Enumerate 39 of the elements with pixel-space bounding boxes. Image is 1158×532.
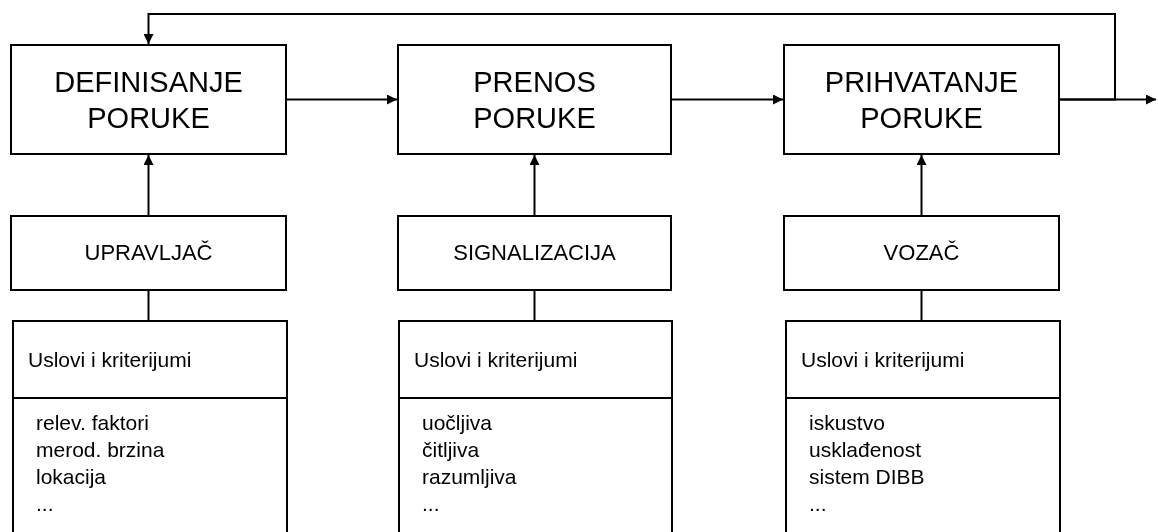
actor-box bbox=[783, 215, 1060, 291]
criteria-heading: Uslovi i kriterijumi bbox=[28, 347, 192, 372]
connector-line bbox=[147, 290, 150, 321]
process-box bbox=[397, 44, 672, 155]
process-box bbox=[10, 44, 287, 155]
arrow bbox=[671, 94, 784, 105]
criteria-item: ... bbox=[809, 491, 827, 517]
criteria-item: lokacija bbox=[36, 464, 107, 490]
criteria-item: ... bbox=[36, 491, 54, 517]
criteria-item: relev. faktori bbox=[36, 410, 149, 436]
connector-line bbox=[533, 290, 536, 321]
criteria-box bbox=[12, 320, 288, 532]
criteria-item: iskustvo bbox=[809, 410, 885, 436]
actor-box bbox=[10, 215, 287, 291]
box-label: PRENOS PORUKE bbox=[472, 64, 597, 136]
box-label: PRIHVATANJE PORUKE bbox=[823, 64, 1020, 136]
box-label: UPRAVLJAČ bbox=[84, 240, 213, 266]
arrow bbox=[916, 154, 927, 216]
actor-box bbox=[397, 215, 672, 291]
criteria-item: ... bbox=[422, 491, 440, 517]
criteria-heading: Uslovi i kriterijumi bbox=[414, 347, 578, 372]
arrow bbox=[143, 13, 1116, 101]
criteria-item: razumljiva bbox=[422, 464, 517, 490]
arrow bbox=[143, 154, 154, 216]
box-label: VOZAČ bbox=[883, 240, 960, 266]
criteria-item: merod. brzina bbox=[36, 437, 165, 463]
connector-line bbox=[920, 290, 923, 321]
box-label: SIGNALIZACIJA bbox=[453, 240, 616, 266]
criteria-item: uočljiva bbox=[422, 410, 493, 436]
arrow bbox=[286, 94, 398, 105]
criteria-box bbox=[398, 320, 673, 532]
criteria-item: sistem DIBB bbox=[809, 464, 925, 490]
arrow bbox=[529, 154, 540, 216]
criteria-heading: Uslovi i kriterijumi bbox=[801, 347, 965, 372]
criteria-box bbox=[785, 320, 1061, 532]
criteria-item: čitljiva bbox=[422, 437, 480, 463]
criteria-item: usklađenost bbox=[809, 437, 922, 463]
process-box bbox=[783, 44, 1060, 155]
box-label: DEFINISANJE PORUKE bbox=[53, 64, 244, 136]
